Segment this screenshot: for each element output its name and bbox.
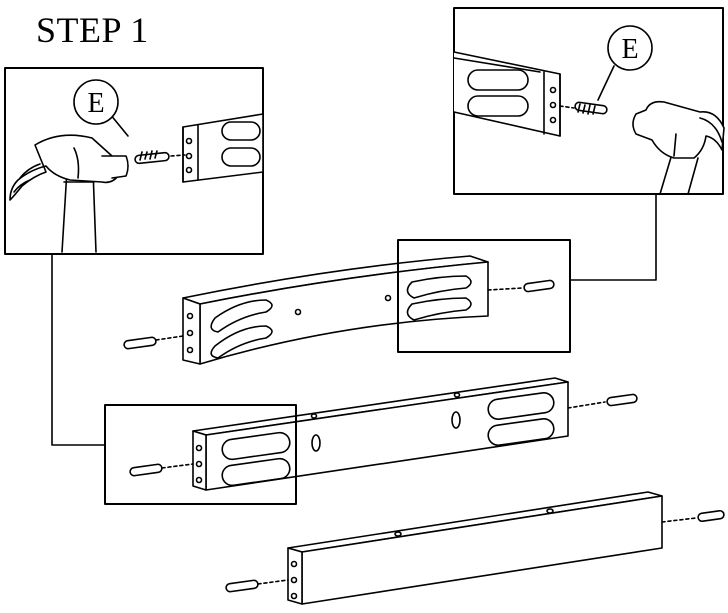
hammer-icon [9,134,129,253]
hammer-icon-right [632,100,725,195]
curved-rail [123,255,555,365]
bottom-rail [225,491,725,605]
part-label-e-left: E [73,79,129,137]
middle-rail [129,377,638,491]
rail-end-detail [182,113,264,183]
left-callout-frame [104,404,297,505]
part-label-e-left-text: E [87,88,104,119]
dowel-pin-icon [134,150,186,165]
right-detail-callout: E [453,7,725,195]
part-label-e-right: E [597,25,653,101]
rail-end-detail-right [453,51,561,137]
left-detail-callout: E [4,67,264,255]
dowel-pin-icon-right [559,101,608,115]
step-title: STEP 1 [36,10,149,50]
part-label-e-right-text: E [621,34,638,65]
connector-lines [51,193,657,446]
right-callout-frame [397,239,571,353]
